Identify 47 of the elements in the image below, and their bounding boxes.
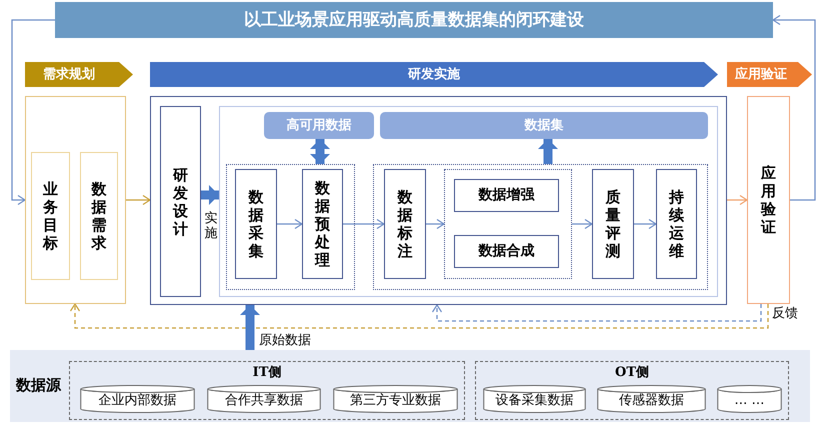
- output-bar: 高可用数据: [264, 112, 374, 139]
- arrow: [343, 218, 385, 230]
- step-box: 数据需求: [80, 152, 118, 280]
- feedback-arrow: [432, 304, 762, 322]
- stage-panel: [25, 96, 126, 304]
- group-heading: OT侧: [614, 365, 650, 381]
- edge-label: 实施: [203, 212, 219, 242]
- step-box: 研发设计: [160, 106, 201, 297]
- step-box: 业务目标: [31, 152, 70, 280]
- block-arrow: [240, 305, 260, 350]
- stage-header: 研发实施: [150, 62, 718, 87]
- arrow: [11, 19, 55, 206]
- step-box: 数据预处理: [302, 169, 343, 279]
- arrow: [772, 14, 816, 201]
- arrow: [634, 218, 657, 230]
- step-box: 数据标注: [384, 169, 426, 279]
- edge-label: 原始数据: [257, 334, 313, 349]
- group-frame: [475, 361, 789, 420]
- arrow: [727, 194, 748, 206]
- arrow: [126, 194, 151, 206]
- section-label: 数据源: [16, 376, 61, 394]
- edge-label: 反馈: [770, 307, 800, 322]
- step-box: 数据增强: [454, 179, 559, 212]
- feedback-arrow: [70, 303, 769, 329]
- arrow: [426, 218, 445, 230]
- inner-panel: [219, 106, 718, 297]
- block-arrow: [538, 139, 558, 164]
- source-band: [10, 350, 810, 422]
- arrow: [572, 218, 593, 230]
- stage-header: 应用验证: [727, 62, 812, 87]
- step-box: 持续运维: [656, 169, 697, 279]
- step-box: 质量评测: [592, 169, 634, 279]
- title-banner: 以工业场景应用驱动高质量数据集的闭环建设: [55, 2, 773, 38]
- group-heading: IT侧: [252, 365, 282, 381]
- stage-header: 需求规划: [25, 62, 133, 87]
- block-arrow: [201, 185, 219, 205]
- dotted-group: [444, 169, 572, 279]
- output-bar: 数据集: [380, 112, 708, 139]
- arrow: [277, 218, 303, 230]
- dotted-group: [373, 164, 708, 290]
- step-box: 数据合成: [454, 235, 559, 268]
- stage-panel: [150, 96, 727, 305]
- block-arrow: [310, 139, 330, 164]
- step-box: 应用验证: [747, 96, 790, 304]
- group-frame: [69, 361, 465, 420]
- dotted-group: [226, 164, 355, 290]
- step-box: 数据采集: [235, 169, 277, 279]
